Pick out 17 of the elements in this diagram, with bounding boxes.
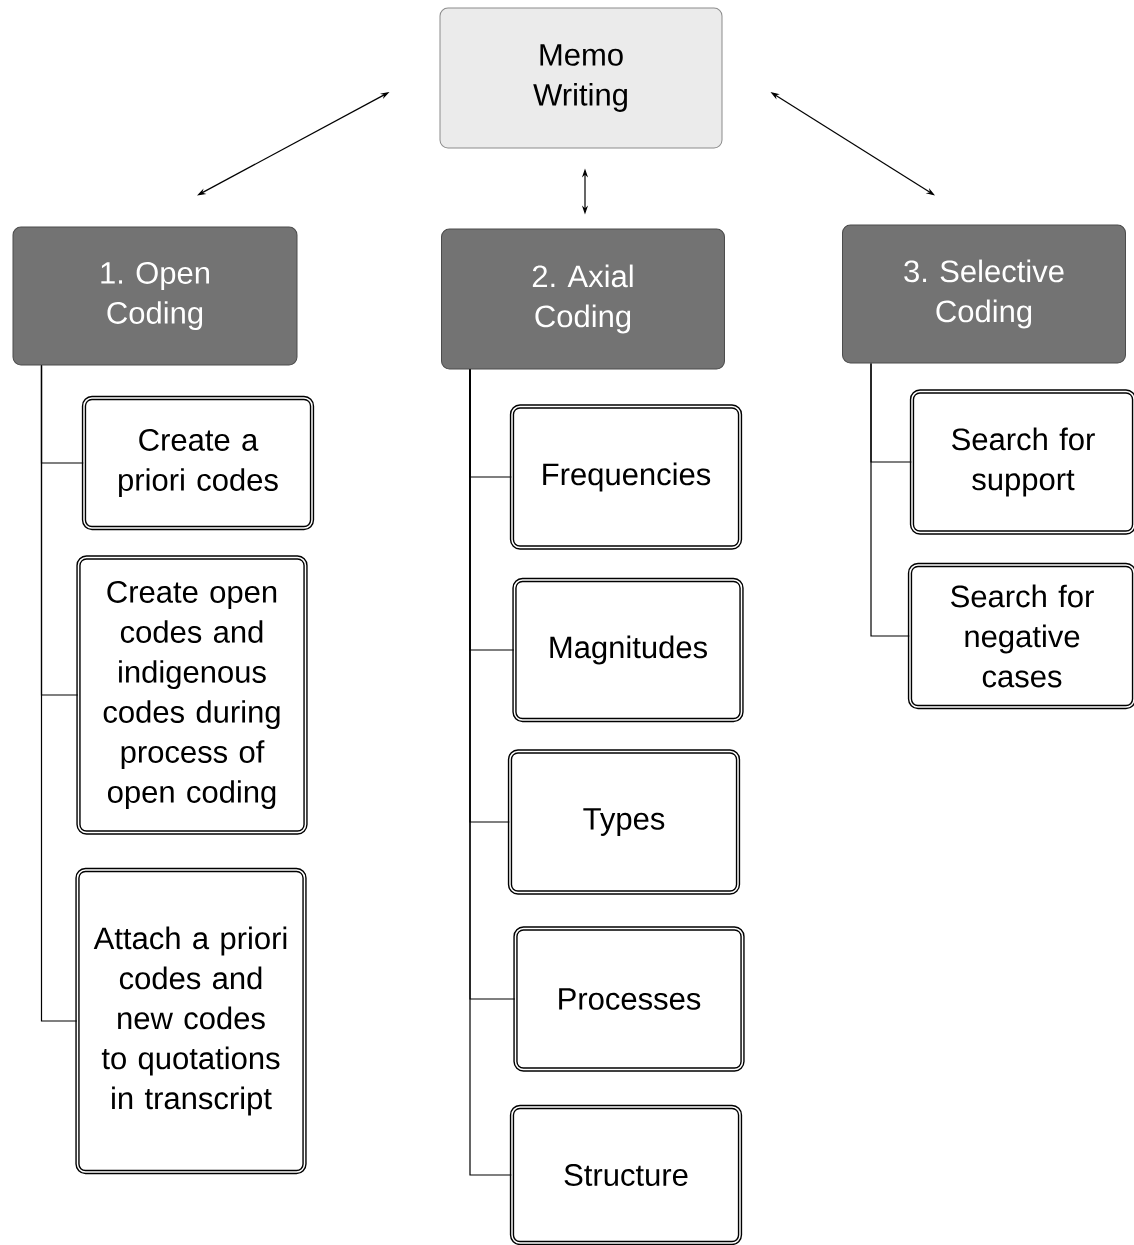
phase-box: 1. Open Coding (12, 226, 298, 366)
task-box: Structure (509, 1104, 743, 1245)
task-box: Processes (513, 926, 745, 1072)
task-box: Attach a priori codes and new codes to quotations in transcript (75, 867, 307, 1175)
phase-box: 2. Axial Coding (441, 228, 725, 370)
task-box: Magnitudes (512, 577, 744, 723)
task-box: Create open codes and indigenous codes during process of open coding (76, 555, 308, 835)
connector-line (870, 362, 910, 637)
task-box: Search for negative cases (907, 562, 1134, 710)
task-box: Types (507, 749, 741, 895)
phase-box: 3. Selective Coding (842, 224, 1126, 364)
task-box: Frequencies (509, 404, 743, 550)
memo-box: Memo Writing (439, 7, 723, 149)
connector-line (40, 364, 78, 1022)
connector-line (469, 368, 512, 1176)
task-box: Create a priori codes (81, 395, 315, 531)
task-box: Search for support (909, 389, 1134, 535)
